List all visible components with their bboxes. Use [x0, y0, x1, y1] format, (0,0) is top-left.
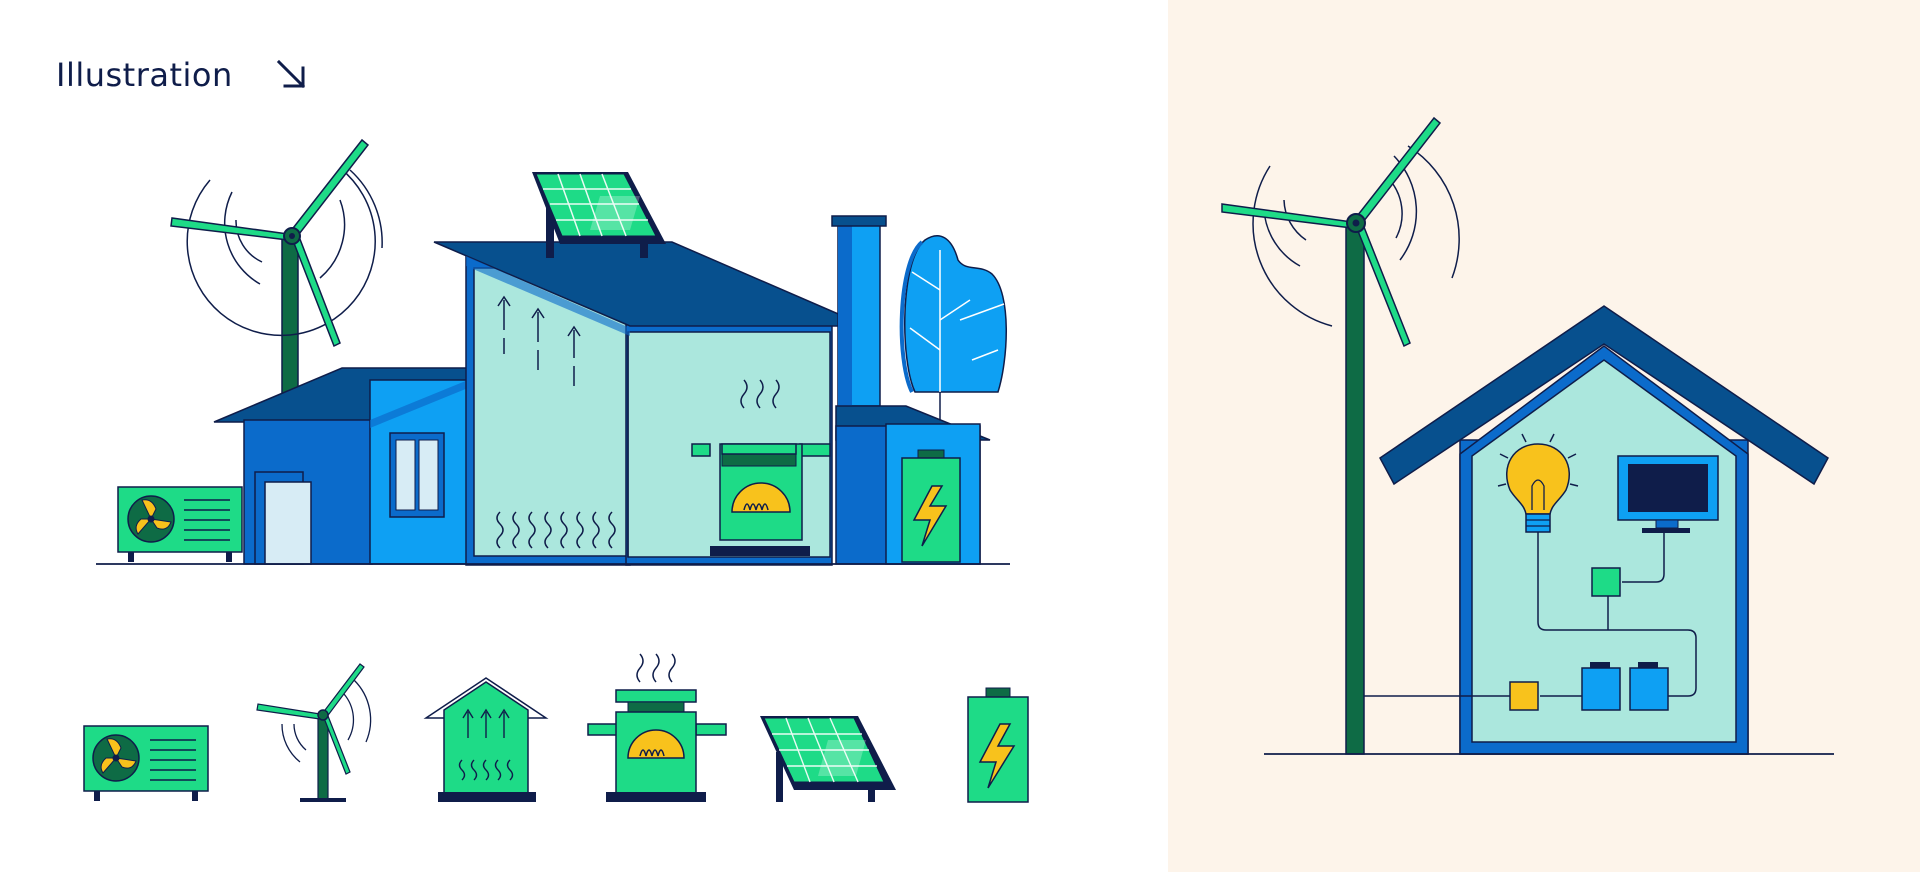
tree	[899, 235, 1007, 420]
home-battery-icon	[1581, 662, 1669, 711]
roof-solar-panel	[532, 172, 666, 258]
heading: Illustration	[56, 56, 309, 94]
house-scene	[96, 138, 1010, 566]
solar-panel-icon	[760, 716, 896, 802]
heated-house-icon	[423, 677, 549, 802]
icon-row	[83, 653, 1029, 803]
smart-hub-icon	[1591, 567, 1621, 597]
heading-label: Illustration	[56, 56, 233, 94]
wiring	[1364, 532, 1697, 697]
monitor-icon	[1617, 455, 1719, 533]
main-building	[433, 241, 867, 566]
wind-turbine	[170, 138, 383, 406]
right-annex	[835, 405, 991, 565]
light-bulb-icon	[1497, 433, 1579, 533]
left-annex	[213, 367, 469, 565]
right-wind-turbine	[1221, 116, 1460, 755]
battery-icon	[967, 687, 1029, 803]
smart-home-scene	[1221, 116, 1834, 755]
wind-turbine-icon	[256, 663, 372, 802]
heat-pump-icon	[83, 725, 209, 801]
inverter-icon	[1509, 681, 1539, 711]
boiler-icon	[587, 653, 727, 802]
heat-pump-unit	[117, 486, 243, 562]
boiler-unit	[691, 379, 831, 556]
arrow-down-right-icon	[276, 59, 305, 89]
chimney	[831, 215, 887, 407]
